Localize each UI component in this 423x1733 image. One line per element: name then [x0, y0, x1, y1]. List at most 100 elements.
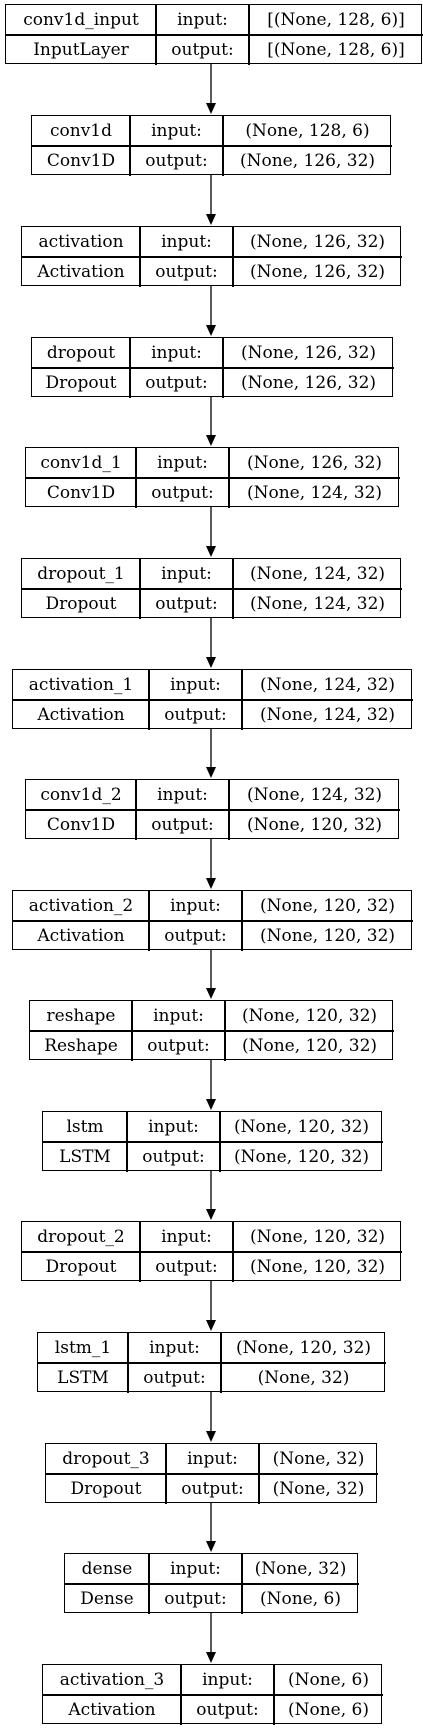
- layer-name: reshape: [46, 1006, 116, 1026]
- cell-divider: [232, 1222, 234, 1282]
- output-shape: (None, 6): [287, 1700, 369, 1720]
- layer-type: Activation: [68, 1700, 156, 1720]
- arrowhead: [206, 325, 216, 336]
- input-label: input:: [157, 453, 208, 473]
- cell-divider: [228, 448, 230, 508]
- input-label: input:: [161, 1227, 212, 1247]
- layer-name: activation_2: [28, 896, 134, 916]
- cell-divider: [222, 116, 224, 176]
- output-shape: (None, 32): [272, 1479, 365, 1499]
- layer-type: Dropout: [70, 1479, 142, 1499]
- layer-type: Dropout: [45, 594, 117, 614]
- cell-divider: [148, 891, 150, 951]
- output-label: output:: [164, 1589, 227, 1609]
- output-label: output:: [145, 151, 208, 171]
- cell-divider: [22, 1251, 402, 1253]
- layer-name: dropout_2: [37, 1227, 125, 1247]
- layer-name: dropout_3: [62, 1449, 150, 1469]
- cell-divider: [148, 1554, 150, 1614]
- layer-type: Conv1D: [46, 151, 116, 171]
- cell-divider: [26, 809, 400, 811]
- output-label: output:: [143, 1368, 206, 1388]
- layer-name: conv1d: [49, 121, 112, 141]
- cell-divider: [220, 1333, 222, 1393]
- output-label: output:: [164, 926, 227, 946]
- layer-name: activation_1: [28, 675, 134, 695]
- layer-type: Conv1D: [46, 815, 116, 835]
- layer-type: LSTM: [57, 1368, 109, 1388]
- output-shape: [(None, 128, 6)]: [267, 40, 405, 60]
- output-label: output:: [155, 262, 218, 282]
- cell-divider: [32, 367, 394, 369]
- output-label: output:: [142, 1147, 205, 1167]
- input-shape: (None, 126, 32): [240, 343, 377, 363]
- layer-type: Activation: [37, 926, 125, 946]
- output-shape: (None, 126, 32): [239, 151, 376, 171]
- cell-divider: [38, 1362, 386, 1364]
- layer-name: activation: [38, 232, 124, 252]
- cell-divider: [129, 116, 131, 176]
- output-label: output:: [181, 1479, 244, 1499]
- cell-divider: [126, 1112, 128, 1172]
- cell-divider: [273, 1665, 275, 1725]
- cell-divider: [258, 1444, 260, 1504]
- cell-divider: [26, 477, 400, 479]
- input-shape: (None, 124, 32): [259, 675, 396, 695]
- layer-type: Activation: [37, 705, 125, 725]
- output-shape: (None, 126, 32): [240, 373, 377, 393]
- input-label: input:: [170, 896, 221, 916]
- output-label: output:: [151, 815, 214, 835]
- arrowhead: [206, 1320, 216, 1331]
- output-shape: (None, 126, 32): [249, 262, 386, 282]
- layer-type: LSTM: [59, 1147, 111, 1167]
- input-shape: (None, 124, 32): [246, 785, 383, 805]
- layer-type: Dropout: [45, 1257, 117, 1277]
- cell-divider: [6, 34, 423, 36]
- cell-divider: [127, 1333, 129, 1393]
- input-shape: (None, 120, 32): [241, 1006, 378, 1026]
- input-shape: (None, 126, 32): [249, 232, 386, 252]
- input-label: input:: [149, 1338, 200, 1358]
- output-shape: (None, 124, 32): [249, 594, 386, 614]
- arrowhead: [206, 878, 216, 889]
- arrowhead: [206, 1209, 216, 1220]
- input-shape: (None, 32): [272, 1449, 365, 1469]
- output-label: output:: [155, 1257, 218, 1277]
- cell-divider: [241, 670, 243, 730]
- output-shape: (None, 120, 32): [259, 926, 396, 946]
- arrowhead: [206, 546, 216, 557]
- output-label: output:: [196, 1700, 259, 1720]
- output-shape: (None, 6): [259, 1589, 341, 1609]
- layer-type: InputLayer: [33, 40, 129, 60]
- cell-divider: [43, 1141, 383, 1143]
- layer-name: conv1d_1: [40, 453, 122, 473]
- input-label: input:: [153, 1006, 204, 1026]
- cell-divider: [32, 145, 392, 147]
- input-label: input:: [170, 1559, 221, 1579]
- cell-divider: [180, 1665, 182, 1725]
- input-label: input:: [157, 785, 208, 805]
- input-label: input:: [148, 1117, 199, 1137]
- cell-divider: [22, 256, 402, 258]
- output-label: output:: [171, 40, 234, 60]
- output-label: output:: [151, 483, 214, 503]
- layer-type: Activation: [37, 262, 125, 282]
- input-shape: (None, 120, 32): [249, 1227, 386, 1247]
- output-shape: (None, 120, 32): [249, 1257, 386, 1277]
- cell-divider: [65, 1583, 359, 1585]
- cell-divider: [224, 1001, 226, 1061]
- arrowhead: [206, 1652, 216, 1663]
- output-shape: (None, 120, 32): [233, 1147, 370, 1167]
- output-label: output:: [145, 373, 208, 393]
